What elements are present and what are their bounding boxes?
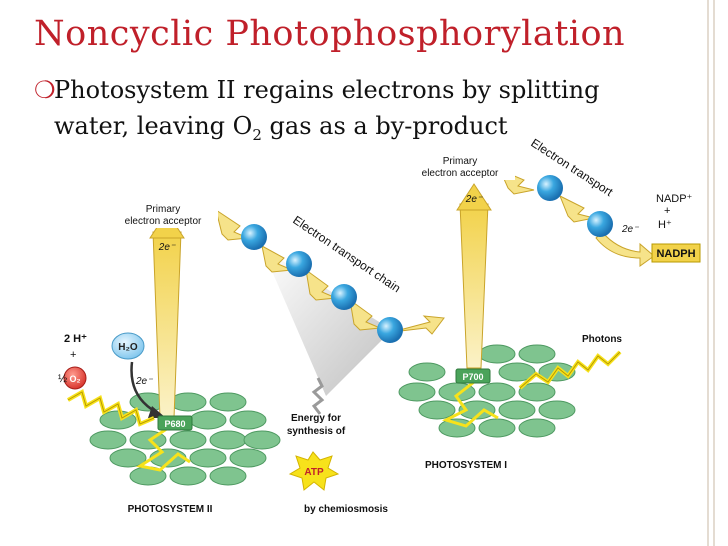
photosystem-i-disks	[398, 344, 576, 438]
ps2-acceptor-line2: electron acceptor	[125, 216, 202, 227]
ps2-electron-path	[136, 426, 191, 472]
water-label: H₂O	[118, 342, 138, 353]
p680-label: P680	[164, 419, 185, 429]
slide-title: Noncyclic Photophosphorylation	[34, 14, 626, 54]
ps2-energy-beam	[152, 231, 182, 419]
water-molecule	[111, 332, 145, 360]
bullet-text: Photosystem II regains electrons by spli…	[34, 72, 674, 153]
ps1-electron-label-2: 2e⁻	[621, 224, 639, 235]
water-electron-label: 2e⁻	[135, 376, 153, 387]
ps1-electron-path	[441, 380, 499, 428]
atp-label: ATP	[304, 467, 324, 478]
energy-fan	[262, 248, 392, 396]
ps1-beam-arrowhead	[456, 183, 492, 211]
ps1-acceptor-line1: Primary	[443, 156, 477, 167]
transport-chain-arrows	[215, 208, 445, 335]
half-label: ½	[58, 373, 67, 385]
slide-border-decoration	[707, 0, 715, 546]
p700-box	[455, 368, 491, 384]
ps2-name-label: PHOTOSYSTEM II	[128, 504, 213, 515]
atp-star	[288, 451, 340, 491]
ps1-acceptor-box	[405, 152, 515, 180]
oxygen-label: O₂	[70, 374, 81, 384]
bullet-marker: ❍	[34, 76, 56, 104]
photon-zigzag-ps2-outline	[67, 391, 155, 425]
bullet-subscript: 2	[252, 125, 262, 144]
ps2-acceptor-line1: Primary	[146, 204, 180, 215]
proton-plus-sign: +	[70, 349, 76, 361]
ps1-acceptor-line2: electron acceptor	[422, 168, 499, 179]
bullet-text-suffix: gas as a by-product	[261, 112, 508, 140]
ps1-energy-beam	[459, 203, 489, 369]
ps2-acceptor-box	[108, 200, 218, 228]
ps2-electron-label: 2e⁻	[158, 242, 176, 253]
p700-label: P700	[462, 372, 483, 382]
nadp-plus-sign: +	[664, 205, 670, 217]
p680-box	[157, 415, 193, 431]
photon-zigzag-ps1-outline	[519, 351, 621, 389]
ps1-electron-label: 2e⁻	[465, 194, 483, 205]
nadph-box	[651, 243, 701, 263]
nadp-plus-label: NADP⁺	[656, 193, 693, 205]
bullet-text-prefix: Photosystem II regains electrons by spli…	[54, 76, 600, 140]
energy-squiggle	[311, 377, 325, 415]
carrier-molecules	[241, 175, 613, 343]
photons-label: Photons	[582, 334, 622, 345]
oxygen-molecule	[63, 366, 87, 390]
water-arrowhead	[148, 406, 166, 418]
nadph-label: NADPH	[656, 248, 695, 260]
h-plus-label: H⁺	[658, 219, 672, 231]
energy-line1: Energy for	[291, 413, 341, 424]
chemiosmosis-label: by chemiosmosis	[304, 504, 388, 515]
ps1-name-label: PHOTOSYSTEM I	[425, 460, 507, 471]
ps1-transport-arrows	[499, 169, 655, 267]
energy-line2: synthesis of	[287, 426, 346, 437]
proton-label: 2 H⁺	[64, 333, 87, 345]
bullet-point: ❍ Photosystem II regains electrons by sp…	[34, 72, 674, 153]
